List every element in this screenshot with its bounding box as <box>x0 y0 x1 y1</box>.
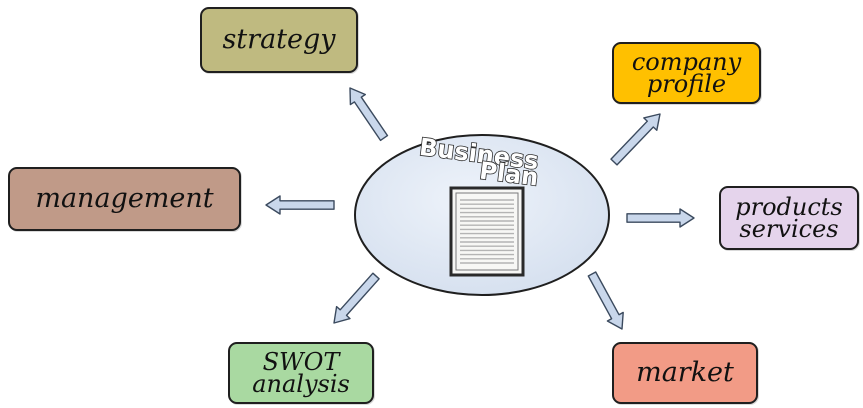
document-sheet-icon <box>449 186 525 277</box>
arrow-to-management <box>265 195 335 215</box>
company-profile-label-line2: profile <box>646 70 727 98</box>
arrow-to-products-services <box>626 208 695 228</box>
swot-analysis-node: SWOT analysis <box>228 342 374 404</box>
products-services-label-line2: services <box>739 215 839 243</box>
company-profile-node: company profile <box>612 42 761 104</box>
swot-analysis-label-line1: SWOT <box>262 347 340 376</box>
products-services-node: products services <box>719 186 859 250</box>
products-services-label-line1: products <box>735 192 843 221</box>
arrow-to-swot-analysis <box>333 272 380 324</box>
arrow-to-strategy <box>349 87 389 142</box>
market-node: market <box>612 342 758 404</box>
strategy-label: strategy <box>222 23 336 55</box>
company-profile-label-line1: company <box>631 47 742 76</box>
market-label: market <box>636 356 734 388</box>
management-label: management <box>35 182 214 214</box>
strategy-node: strategy <box>200 7 358 73</box>
swot-analysis-label-line2: analysis <box>252 370 350 398</box>
management-node: management <box>8 167 241 231</box>
arrow-to-market <box>587 271 624 330</box>
arrow-to-company-profile <box>610 113 661 166</box>
